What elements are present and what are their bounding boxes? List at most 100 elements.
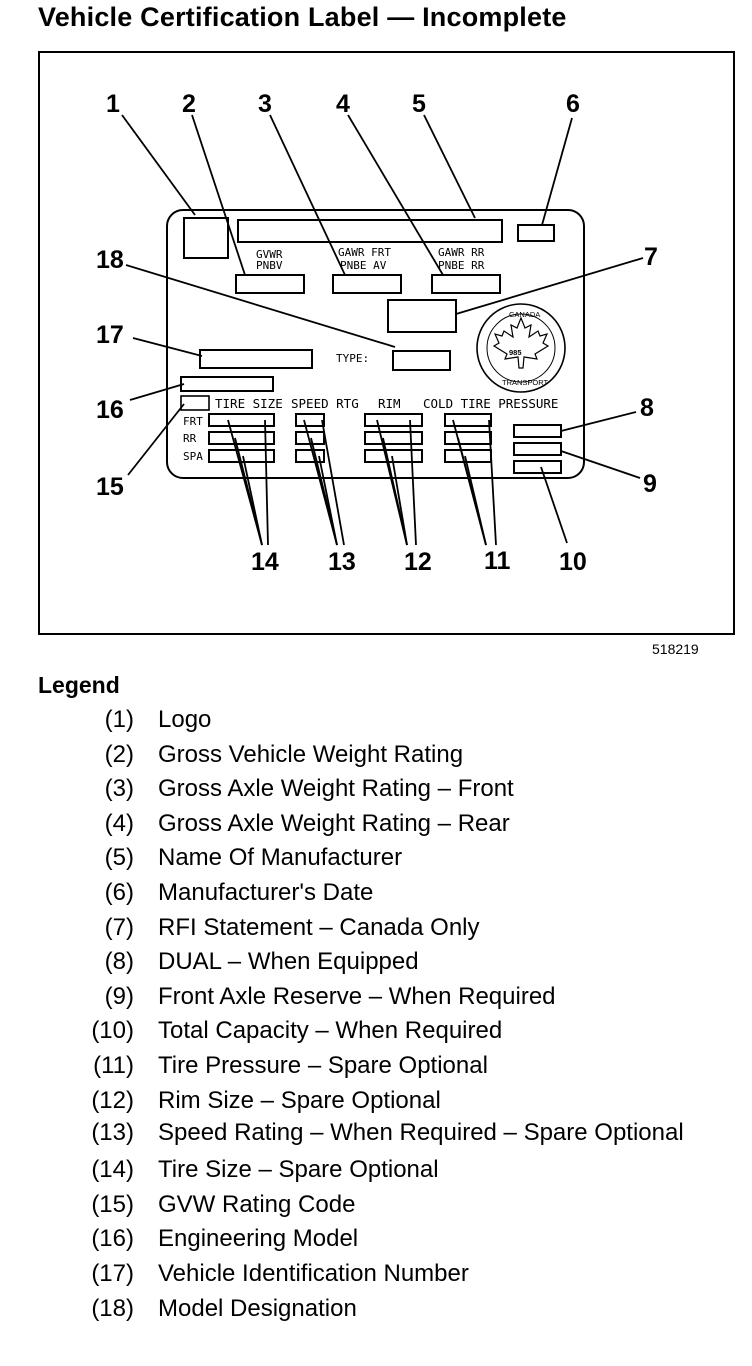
- model-designation-box: [392, 350, 451, 371]
- legend-item: (10) Total Capacity – When Required: [60, 1014, 710, 1049]
- legend-text: Speed Rating – When Required – Spare Opt…: [158, 1119, 684, 1147]
- legend-text: Rim Size – Spare Optional: [158, 1086, 441, 1114]
- callout-14: 14: [251, 548, 279, 576]
- row-front-label: FRT: [183, 415, 203, 428]
- rim-header: RIM: [378, 396, 401, 411]
- legend-number: (12): [91, 1086, 134, 1114]
- callout-5: 5: [412, 90, 426, 118]
- manufacturer-name-box: [237, 219, 503, 243]
- legend-heading: Legend: [38, 672, 120, 698]
- legend-number: (10): [91, 1017, 134, 1045]
- gvw-rating-code-box: [180, 395, 210, 411]
- gawr-front-box: [332, 274, 402, 294]
- callout-6: 6: [566, 90, 580, 118]
- legend-text: Name Of Manufacturer: [158, 844, 403, 872]
- vin-box: [199, 349, 313, 369]
- callout-13: 13: [328, 548, 356, 576]
- seal-number: 985: [509, 348, 522, 357]
- gvwr-label: GVWR: [256, 248, 283, 261]
- manufacture-date-box: [517, 224, 555, 242]
- maple-leaf-icon: [492, 316, 550, 369]
- legend-text: RFI Statement – Canada Only: [158, 913, 480, 941]
- tire-size-header: TIRE SIZE: [215, 396, 283, 411]
- transport-canada-seal: CANADA 985 TRANSPORT: [476, 303, 566, 393]
- legend-item: (11) Tire Pressure – Spare Optional: [60, 1049, 710, 1084]
- cold-tire-pressure-header: COLD TIRE PRESSURE: [423, 396, 558, 411]
- callout-10: 10: [559, 548, 587, 576]
- tire-pressure-boxes: [444, 413, 492, 463]
- callout-11: 11: [484, 547, 511, 575]
- legend-text: Tire Pressure – Spare Optional: [158, 1051, 488, 1079]
- legend-item: (18) Model Designation: [60, 1292, 710, 1327]
- rfi-statement-box: [387, 299, 457, 333]
- legend-text: Tire Size – Spare Optional: [158, 1156, 439, 1184]
- capacity-boxes: [513, 424, 562, 474]
- legend-number: (18): [91, 1294, 134, 1322]
- callout-15: 15: [96, 473, 124, 501]
- legend-item: (12) Rim Size – Spare Optional: [60, 1084, 710, 1119]
- legend-item: (15) GVW Rating Code: [60, 1188, 710, 1223]
- legend-text: Model Designation: [158, 1294, 357, 1322]
- legend-text: GVW Rating Code: [158, 1190, 356, 1218]
- legend-text: Engineering Model: [158, 1225, 359, 1253]
- leader-lines: [121, 114, 644, 546]
- legend-number: (8): [104, 948, 134, 976]
- callout-17: 17: [96, 321, 124, 349]
- callout-16: 16: [96, 396, 124, 424]
- legend-item: (1) Logo: [60, 703, 710, 738]
- callout-3: 3: [258, 90, 272, 118]
- legend-number: (2): [104, 740, 134, 768]
- legend-number: (17): [91, 1259, 134, 1287]
- legend-text: Gross Vehicle Weight Rating: [158, 740, 464, 768]
- figure-number: 518219: [652, 641, 699, 657]
- gvwr-box: [235, 274, 305, 294]
- legend-item: (16) Engineering Model: [60, 1222, 710, 1257]
- legend-item: (13)Speed Rating – When Required – Spare…: [60, 1118, 710, 1148]
- gawr-rear-label: GAWR RR: [438, 246, 485, 259]
- legend-number: (15): [91, 1190, 134, 1218]
- legend-text: Total Capacity – When Required: [158, 1017, 503, 1045]
- callout-8: 8: [640, 394, 654, 422]
- legend-number: (11): [93, 1051, 134, 1079]
- diagram-frame: [38, 51, 735, 635]
- legend-number: (4): [104, 809, 134, 837]
- legend-text: Gross Axle Weight Rating – Rear: [158, 809, 510, 837]
- legend-number: (1): [104, 706, 134, 733]
- label-outline: [166, 209, 585, 479]
- callout-1: 1: [106, 90, 120, 118]
- legend-item: (6)Manufacturer's Date: [60, 876, 710, 911]
- legend-number: (9): [104, 982, 134, 1010]
- page-title: Vehicle Certification Label — Incomplete: [38, 2, 567, 32]
- gvwr-label-fr: PNBV: [256, 259, 283, 272]
- legend-item: (17) Vehicle Identification Number: [60, 1257, 710, 1292]
- callout-12: 12: [404, 548, 432, 576]
- callout-numbers: 1 2 3 4 5 6 7 8 9 10 11 12 13 14 15 16 1…: [96, 90, 658, 576]
- callout-2: 2: [182, 90, 196, 118]
- callout-7: 7: [644, 243, 658, 271]
- logo-box: [183, 217, 229, 259]
- legend-text: Front Axle Reserve – When Required: [158, 982, 556, 1010]
- callout-18: 18: [96, 246, 124, 274]
- type-label: TYPE:: [336, 352, 369, 365]
- legend-item: (9) Front Axle Reserve – When Required: [60, 980, 710, 1015]
- legend-item: (8) DUAL – When Equipped: [60, 945, 710, 980]
- row-spare-label: SPA: [183, 450, 203, 463]
- legend-text: Gross Axle Weight Rating – Front: [158, 775, 514, 803]
- legend-item: (3)Gross Axle Weight Rating – Front: [60, 772, 710, 807]
- legend-item: (14)Tire Size – Spare Optional: [60, 1153, 710, 1188]
- legend-item: (5)Name Of Manufacturer: [60, 841, 710, 876]
- gawr-rear-label-fr: PNBE RR: [438, 259, 485, 272]
- legend-number: (16): [91, 1225, 134, 1253]
- legend-number: (7): [104, 913, 134, 941]
- speed-rating-boxes: [295, 413, 325, 463]
- legend-item: (7) RFI Statement – Canada Only: [60, 911, 710, 946]
- seal-bottom-text: TRANSPORT: [502, 378, 549, 387]
- legend-list: (1) Logo (2) Gross Vehicle Weight Rating (…: [60, 703, 710, 1326]
- seal-top-text: CANADA: [509, 310, 540, 319]
- legend-text: Vehicle Identification Number: [158, 1259, 469, 1287]
- speed-rating-header: SPEED RTG: [291, 396, 359, 411]
- engineering-model-box: [180, 376, 274, 392]
- legend-text: Logo: [158, 706, 212, 733]
- row-rear-label: RR: [183, 432, 197, 445]
- legend-text: DUAL – When Equipped: [158, 948, 419, 976]
